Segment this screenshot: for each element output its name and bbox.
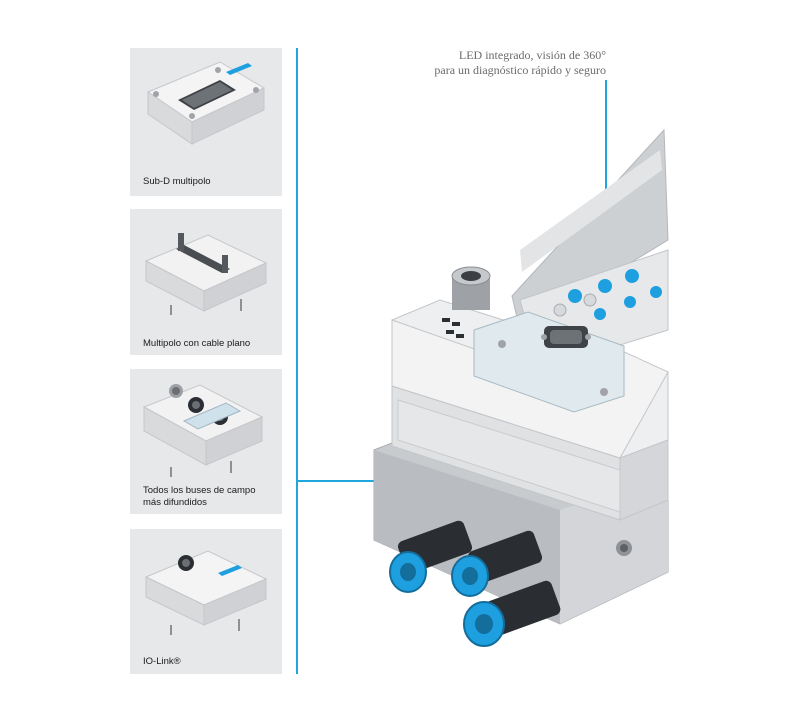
module-card-flat-cable: Multipolo con cable plano [130,209,282,355]
subd-module-image [146,61,266,145]
card-caption: Todos los buses de campo más difundidos [143,485,256,508]
iolink-module-image [144,550,268,635]
flat-cable-module-image [144,233,268,315]
card-caption: Multipolo con cable plano [143,338,251,349]
valve-terminal-image [298,80,669,647]
vertical-divider [296,48,298,674]
module-card-fieldbus: Todos los buses de campo más difundidos [130,369,282,514]
card-caption: Sub-D multipolo [143,176,211,187]
led-callout: LED integrado, visión de 360° para un di… [434,48,606,77]
module-card-iolink: IO-Link® [130,529,282,674]
fieldbus-module-image [142,384,264,477]
card-caption: IO-Link® [143,656,181,667]
module-card-subd: Sub-D multipolo [130,48,282,196]
